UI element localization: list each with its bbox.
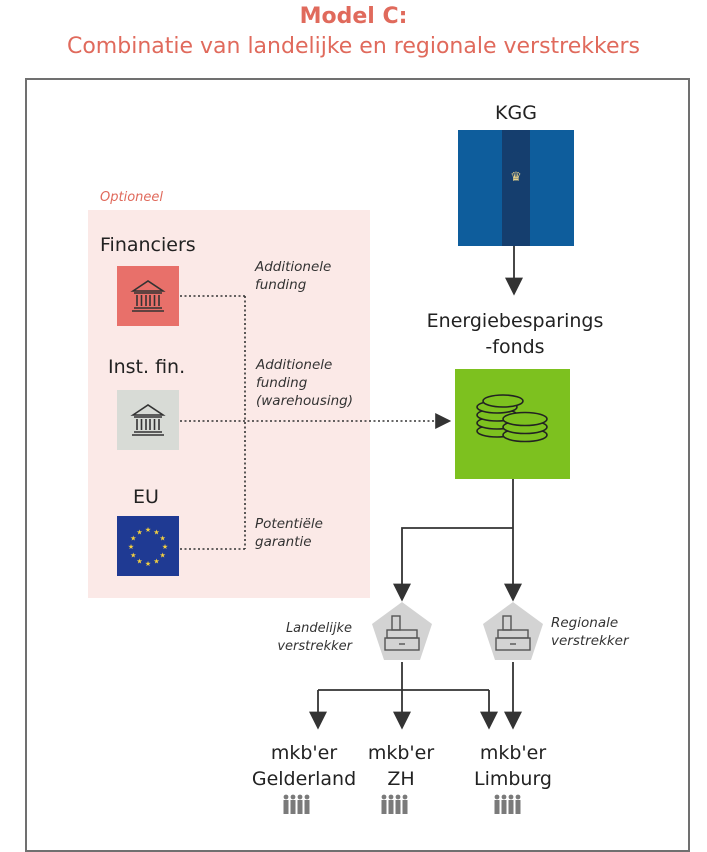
eu-star: ★ <box>160 535 166 543</box>
annotation-financiers: Additionele funding <box>255 259 332 293</box>
annotation-eu: Potentiële garantie <box>255 516 323 550</box>
fund-box <box>455 369 570 479</box>
eu-star: ★ <box>130 535 136 543</box>
eu-star: ★ <box>128 543 134 551</box>
fund-label: Energiebesparings -fonds <box>426 310 604 358</box>
eu-star: ★ <box>145 526 151 534</box>
funder-label-eu: EU <box>133 486 159 508</box>
cash-register-icon <box>372 602 432 660</box>
mkb-limburg: mkb'er Limburg <box>473 742 552 790</box>
people-icon <box>283 794 310 814</box>
people-icon <box>381 794 408 814</box>
kgg-ribbon <box>502 130 530 246</box>
eu-star: ★ <box>153 558 159 566</box>
eu-flag-icon: ★★★★★★★★★★★★ <box>117 516 179 576</box>
coins-icon <box>476 394 548 443</box>
funder-label-inst-fin: Inst. fin. <box>108 356 186 378</box>
optional-label: Optioneel <box>100 190 163 205</box>
bank-icon <box>117 390 179 450</box>
people-icon <box>494 794 521 814</box>
annotation-landelijk: Landelijke verstrekker <box>277 621 352 654</box>
mkb-zh: mkb'er ZH <box>367 742 435 790</box>
funder-label-financiers: Financiers <box>100 234 196 256</box>
mkb-gelderland: mkb'er Gelderland <box>251 742 357 790</box>
cash-register-icon <box>483 602 543 660</box>
bank-icon <box>117 266 179 326</box>
arrow-fund-to-landelijk <box>393 527 513 602</box>
kgg-box: ♛ <box>458 130 574 246</box>
diagram-title: Model C: <box>299 4 408 29</box>
annotation-regionaal: Regionale verstrekker <box>551 615 629 649</box>
diagram-subtitle: Combinatie van landelijke en regionale v… <box>66 34 640 59</box>
eu-star: ★ <box>130 552 136 560</box>
eu-star: ★ <box>136 558 142 566</box>
coat-of-arms-icon: ♛ <box>510 170 522 185</box>
annotation-inst-fin: Additionele funding (warehousing) <box>256 357 353 409</box>
eu-star: ★ <box>153 528 159 536</box>
kgg-label: KGG <box>495 102 537 124</box>
eu-star: ★ <box>162 543 168 551</box>
eu-star: ★ <box>160 552 166 560</box>
eu-star: ★ <box>136 528 142 536</box>
eu-star: ★ <box>145 560 151 568</box>
